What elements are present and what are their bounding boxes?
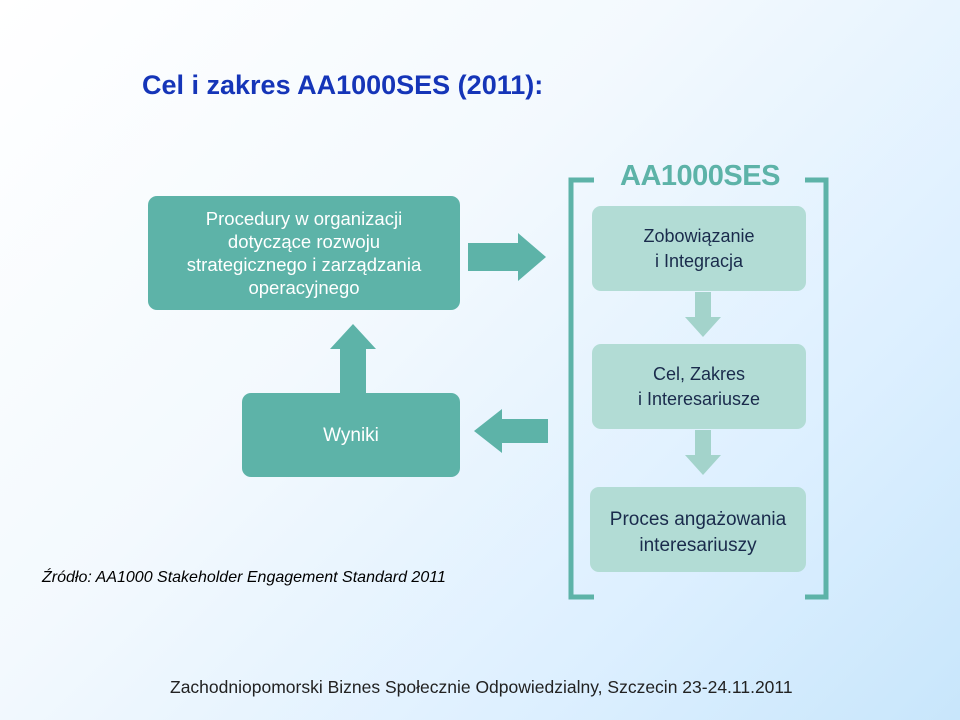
step-engagement-process: Proces angażowania interesariuszy [590,487,806,572]
standard-label: AA1000SES [620,160,780,192]
arrow-up [330,324,376,393]
step-purpose-scope-stakeholders: Cel, Zakres i Interesariusze [592,344,806,429]
arrow-right [468,233,546,281]
step-commitment-integration: Zobowiązanie i Integracja [592,206,806,291]
arrow-down-2 [685,430,721,475]
results-box: Wyniki [242,393,460,477]
standard-bracket [568,177,829,600]
slide-title: Cel i zakres AA1000SES (2011): [142,70,544,100]
footer-text: Zachodniopomorski Biznes Społecznie Odpo… [170,677,793,697]
arrow-down-1 [685,292,721,337]
procedures-box: Procedury w organizacji dotyczące rozwoj… [148,196,460,310]
arrow-left [474,409,548,453]
source-note: Źródło: AA1000 Stakeholder Engagement St… [42,569,446,586]
